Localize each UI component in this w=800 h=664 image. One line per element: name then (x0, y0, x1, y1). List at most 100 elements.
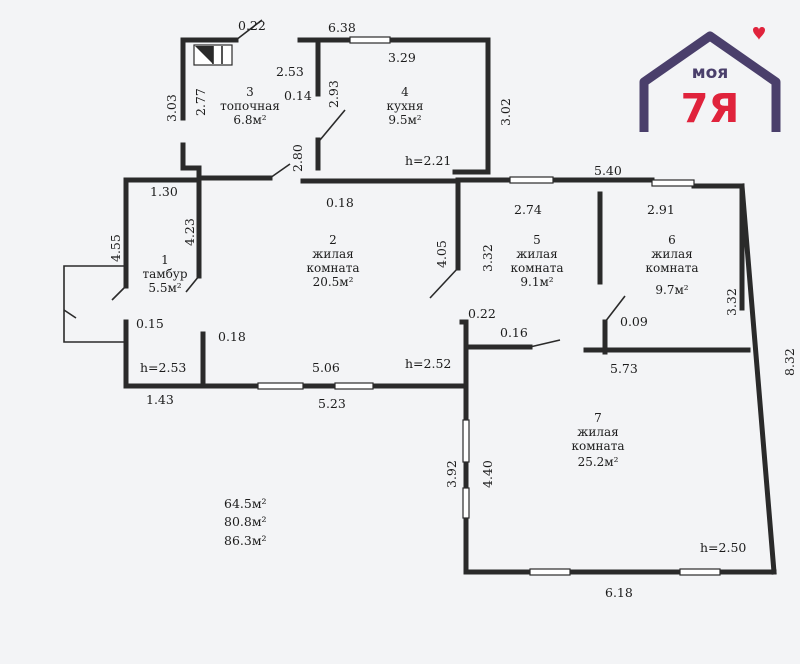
total-area-2: 80.8м² (224, 514, 267, 529)
room-1-name: тамбур (142, 267, 187, 281)
dim-5-23: 5.23 (318, 396, 346, 411)
dim-2-93: 2.93 (326, 80, 341, 108)
room-2-number: 2 (329, 233, 337, 247)
walls (123, 37, 777, 575)
window-room5-top (509, 176, 554, 184)
stove-fill-icon (195, 46, 213, 64)
openings (63, 19, 626, 348)
room-5-name-2: комната (510, 261, 563, 275)
dim-h-2-53: h=2.53 (140, 360, 186, 375)
dim-2-53: 2.53 (276, 64, 304, 79)
room-7-name-2: комната (571, 439, 624, 453)
dim-1-30: 1.30 (150, 184, 178, 199)
door-room2-swing (269, 163, 291, 179)
dim-3-02: 3.02 (498, 98, 513, 126)
dim-3-03: 3.03 (164, 94, 179, 122)
logo-word-7ya: 7Я (681, 86, 740, 132)
room-2-name-2: комната (306, 261, 359, 275)
dim-5-73: 5.73 (610, 361, 638, 376)
room-4-name: кухня (387, 99, 424, 113)
dim-0-15: 0.15 (136, 316, 164, 331)
area-totals: 64.5м² 80.8м² 86.3м² (224, 496, 267, 548)
dim-4-55: 4.55 (108, 234, 123, 262)
logo-house-outline-icon (639, 31, 781, 132)
dim-5-06: 5.06 (312, 360, 340, 375)
logo-heart-icon (753, 27, 765, 40)
porch-step (63, 309, 77, 319)
room-7-name-1: жилая (577, 425, 618, 439)
dim-0-09: 0.09 (620, 314, 648, 329)
dim-3-32-room5: 3.32 (480, 244, 495, 272)
door-room7-swing (529, 339, 561, 348)
room-6-area: 9.7м² (655, 283, 688, 297)
porch-outline (63, 265, 126, 343)
dim-6-38: 6.38 (328, 20, 356, 35)
dim-4-23: 4.23 (182, 218, 197, 246)
room-6-name-1: жилая (651, 247, 692, 261)
dim-h-2-52: h=2.52 (405, 356, 451, 371)
dim-0-22-mid: 0.22 (468, 306, 496, 321)
room-7-area: 25.2м² (578, 455, 619, 469)
dim-3-32-room6: 3.32 (724, 288, 739, 316)
total-area-3: 86.3м² (224, 533, 267, 548)
door-boiler-swing (235, 19, 263, 41)
dimension-labels: 0.22 6.38 3.29 2.53 0.14 3.03 2.77 2.93 … (108, 18, 797, 600)
room-3-area: 6.8м² (233, 113, 266, 127)
room-4-number: 4 (401, 85, 409, 99)
room-1-area: 5.5м² (148, 281, 181, 295)
room-3-number: 3 (246, 85, 254, 99)
dim-5-40: 5.40 (594, 163, 622, 178)
dim-h-2-50: h=2.50 (700, 540, 746, 555)
dim-1-43: 1.43 (146, 392, 174, 407)
room-6-name-2: комната (645, 261, 698, 275)
door-room5-swing (429, 267, 459, 299)
room-6-number: 6 (668, 233, 676, 247)
window-room2-bottom-2 (334, 382, 374, 390)
door-kitchen-swing (319, 109, 346, 141)
dim-2-74: 2.74 (514, 202, 542, 217)
dim-8-32: 8.32 (782, 348, 797, 376)
window-room2-bottom-1 (257, 382, 304, 390)
dim-2-77: 2.77 (193, 88, 208, 116)
dim-4-40: 4.40 (480, 460, 495, 488)
windows (257, 36, 721, 576)
wall-room5-corner (459, 319, 469, 351)
brand-logo: моя 7Я (639, 27, 781, 132)
dim-4-05: 4.05 (434, 240, 449, 268)
room-4-area: 9.5м² (388, 113, 421, 127)
window-room7-bottom-1 (529, 568, 571, 576)
wall-kitchen-top (297, 37, 491, 175)
door-vestibule-swing (111, 285, 127, 301)
room-7-number: 7 (594, 411, 602, 425)
room-1-number: 1 (161, 253, 169, 267)
window-kitchen-top (349, 36, 391, 44)
room-labels: 1 тамбур 5.5м² 2 жилая комната 20.5м² 3 … (142, 85, 698, 469)
dim-0-22-top: 0.22 (238, 18, 266, 33)
room-5-name-1: жилая (516, 247, 557, 261)
dim-6-18: 6.18 (605, 585, 633, 600)
room-2-area: 20.5м² (313, 275, 354, 289)
dim-0-14: 0.14 (284, 88, 312, 103)
room-3-name: топочная (220, 99, 280, 113)
wall-right-exterior (739, 183, 777, 575)
window-room6-top (651, 179, 695, 187)
total-area-1: 64.5м² (224, 496, 267, 511)
room-5-area: 9.1м² (520, 275, 553, 289)
dim-2-80: 2.80 (290, 144, 305, 172)
door-room6-swing (604, 295, 626, 323)
dim-0-18-left: 0.18 (218, 329, 246, 344)
room-2-name-1: жилая (312, 247, 353, 261)
dim-0-16: 0.16 (500, 325, 528, 340)
room-5-number: 5 (533, 233, 541, 247)
wall-vestibule-step (180, 142, 202, 183)
dim-3-92: 3.92 (444, 460, 459, 488)
logo-word-moya: моя (692, 63, 729, 83)
dim-2-91: 2.91 (647, 202, 675, 217)
window-room7-bottom-2 (679, 568, 721, 576)
dim-0-18-kitchen: 0.18 (326, 195, 354, 210)
dim-h-2-21: h=2.21 (405, 153, 451, 168)
dim-3-29: 3.29 (388, 50, 416, 65)
window-room7-left-2 (462, 487, 470, 519)
